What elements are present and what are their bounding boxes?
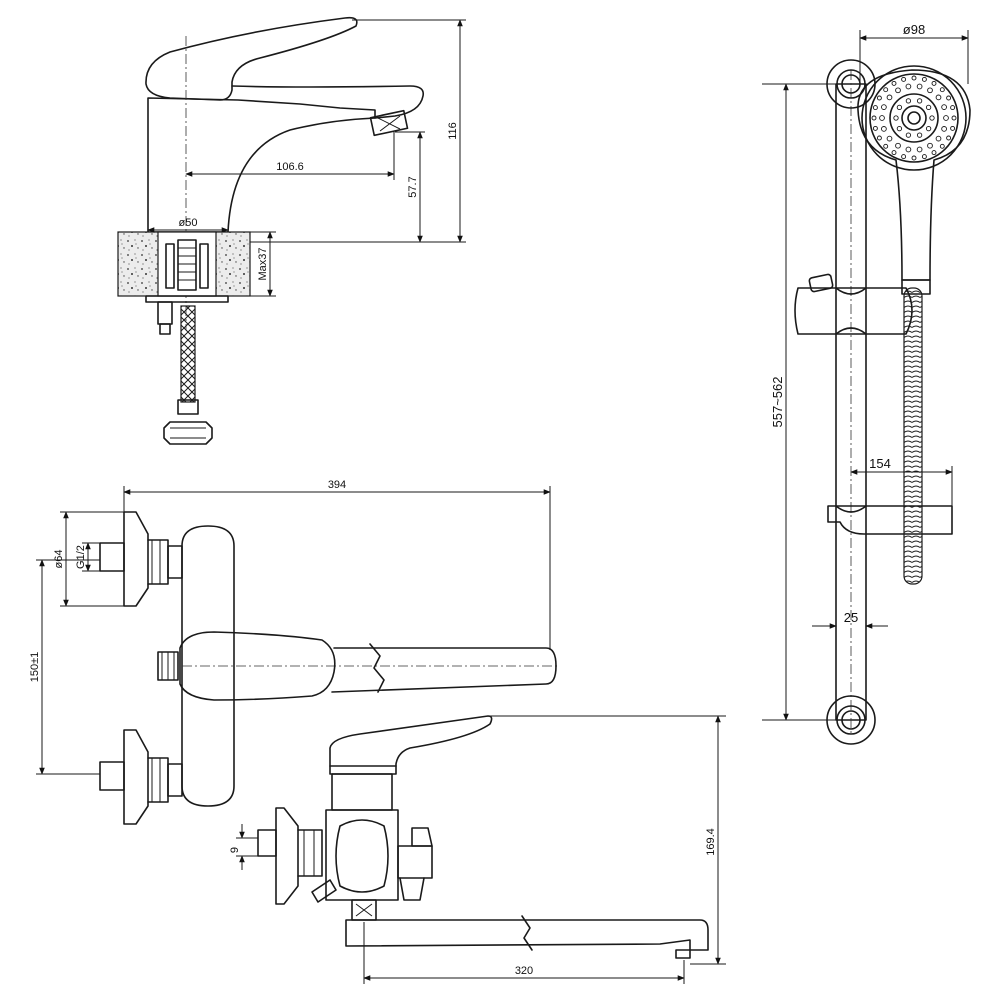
dim-basin-base-diameter: ø50	[179, 217, 198, 229]
dim-shower-rail-length: 557~562	[770, 377, 785, 428]
shower-nozzle	[886, 135, 893, 142]
shower-nozzle	[935, 135, 942, 142]
shower-nozzles	[871, 75, 957, 161]
shower-nozzle	[905, 146, 912, 153]
shower-nozzle	[893, 115, 899, 121]
bath-mixer-top-view	[36, 486, 560, 825]
shower-nozzle	[939, 87, 945, 93]
dim-shower-shelf-depth: 154	[869, 456, 891, 471]
shower-nozzle	[891, 150, 897, 156]
shower-nozzle	[905, 98, 912, 104]
dim-bath-inlet-diameter: ø64	[53, 550, 65, 569]
shower-nozzle	[883, 143, 889, 149]
shower-nozzle	[886, 94, 893, 101]
dim-bath-spout-reach: 320	[515, 965, 533, 977]
shower-nozzle	[925, 125, 932, 132]
shower-nozzle	[876, 135, 882, 141]
shower-nozzle	[905, 132, 912, 138]
shower-nozzle	[911, 75, 917, 81]
shower-nozzle	[929, 115, 935, 121]
shower-nozzle	[881, 126, 887, 132]
shower-nozzle	[896, 104, 903, 111]
shower-nozzle	[876, 95, 882, 101]
shower-nozzle	[895, 87, 901, 94]
shower-nozzle	[896, 125, 903, 132]
shower-nozzle	[931, 80, 937, 86]
shower-nozzle	[916, 98, 923, 104]
shower-nozzle	[950, 105, 956, 111]
shower-nozzle	[916, 132, 923, 138]
shower-nozzle	[891, 80, 897, 86]
shower-nozzle	[939, 143, 945, 149]
shower-nozzle	[925, 104, 932, 111]
shower-nozzle	[946, 135, 952, 141]
dim-bath-height: 169.4	[705, 828, 717, 856]
shower-nozzle	[951, 115, 957, 121]
shower-nozzle	[881, 104, 887, 110]
dim-bath-small: 9	[229, 847, 241, 853]
shower-nozzle	[950, 125, 956, 131]
dim-shower-head-diameter: ø98	[903, 22, 925, 37]
dim-shower-rail-diameter: 25	[844, 610, 858, 625]
dim-basin-max-thickness: Max37	[257, 247, 269, 280]
basin-mixer-drawing	[117, 16, 466, 445]
dim-bath-inlet-spacing: 150±1	[29, 652, 41, 683]
shower-nozzle	[931, 150, 937, 156]
shower-nozzle	[879, 115, 885, 121]
shower-nozzle	[916, 83, 923, 90]
shower-nozzle	[872, 105, 878, 111]
shower-nozzle	[941, 126, 947, 132]
shower-nozzle	[911, 155, 917, 161]
shower-nozzle	[895, 142, 901, 149]
shower-nozzle	[872, 125, 878, 131]
shower-nozzle	[901, 76, 907, 82]
shower-set-drawing	[794, 59, 971, 745]
shower-nozzle	[935, 94, 942, 101]
shower-nozzle	[921, 154, 927, 160]
shower-nozzle	[946, 95, 952, 101]
shower-nozzle	[941, 104, 947, 110]
shower-nozzle	[901, 154, 907, 160]
dim-basin-total-height: 116	[447, 122, 459, 140]
shower-nozzle	[927, 87, 933, 94]
shower-nozzle	[921, 76, 927, 82]
shower-nozzle	[871, 115, 877, 121]
bath-mixer-front-view	[236, 715, 726, 984]
dim-bath-spout-length: 394	[328, 479, 346, 491]
dim-basin-spout-reach: 106.6	[276, 161, 304, 173]
dim-basin-outlet-height: 57.7	[407, 176, 419, 197]
shower-nozzle	[943, 115, 949, 121]
shower-nozzle	[916, 146, 923, 153]
shower-nozzle	[905, 83, 912, 90]
shower-dimensions	[762, 30, 969, 721]
shower-nozzle	[927, 142, 933, 149]
shower-nozzle	[883, 87, 889, 93]
dim-bath-inlet-thread: G1/2	[75, 545, 87, 569]
